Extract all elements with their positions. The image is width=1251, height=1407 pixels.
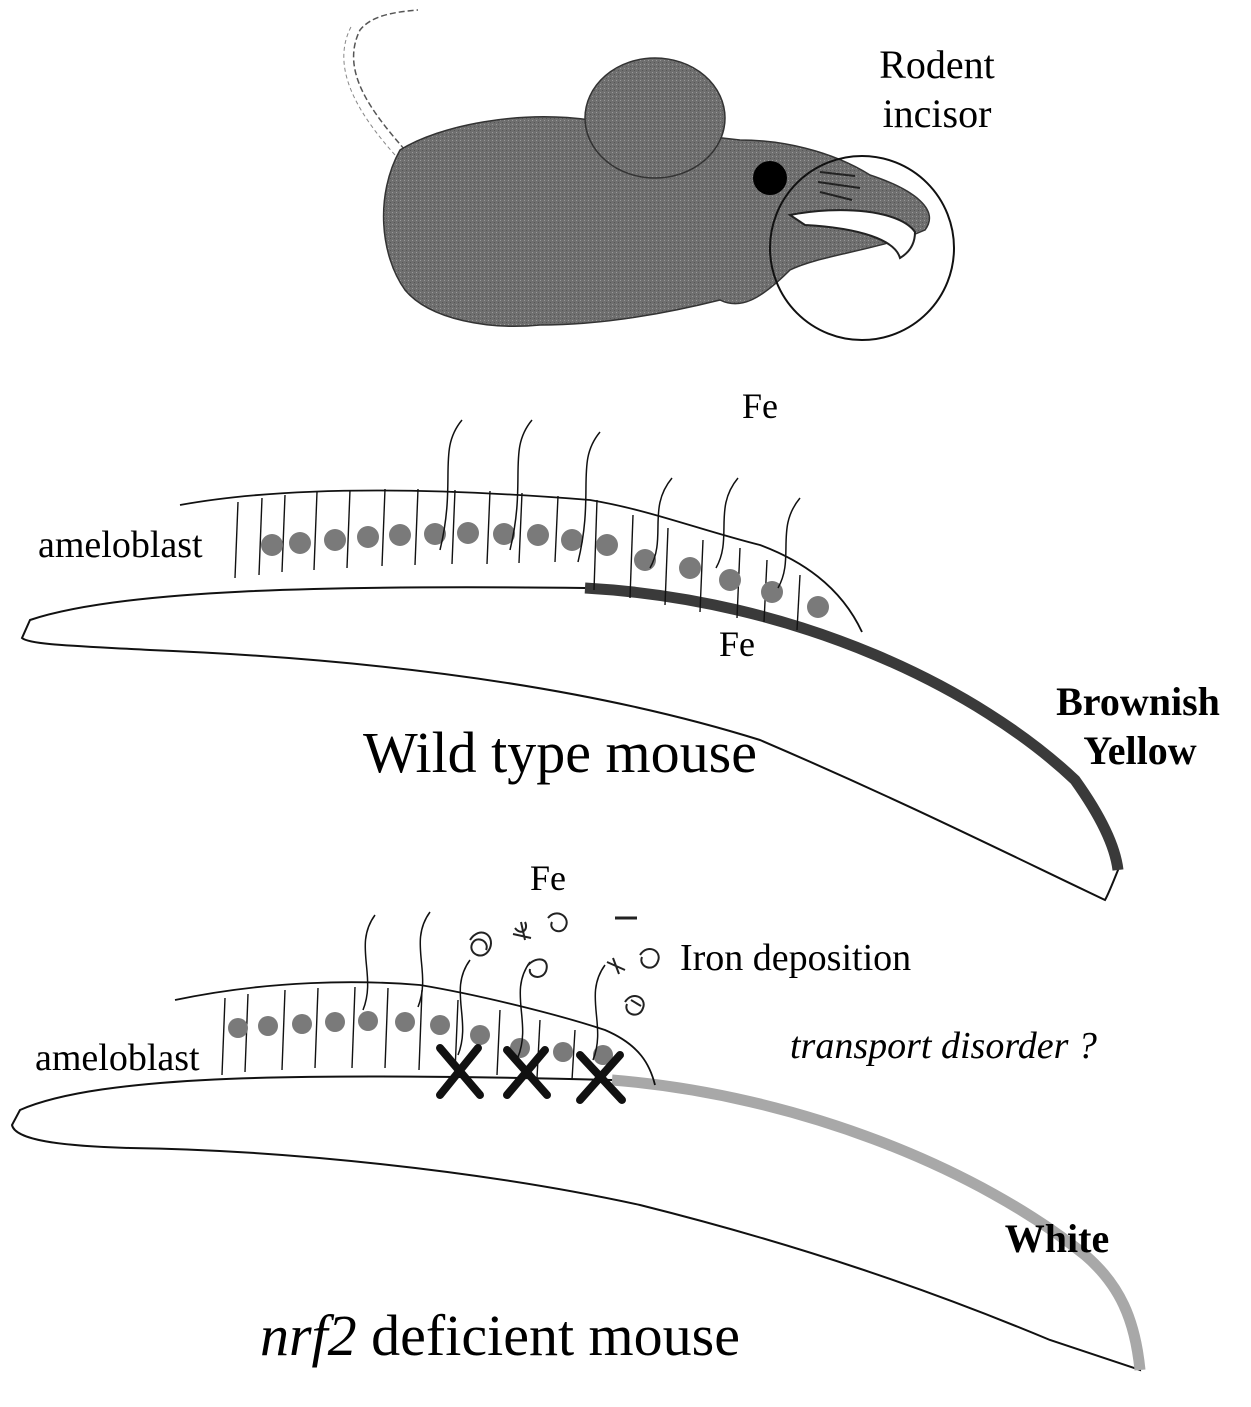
wt-cell-wall bbox=[415, 489, 418, 565]
nrf2-title-rest: deficient mouse bbox=[357, 1303, 740, 1368]
nrf2-cell-wall bbox=[352, 987, 355, 1068]
wt-cell-wall bbox=[235, 502, 238, 578]
wild-type-tooth bbox=[22, 420, 1118, 900]
wt-cell-nucleus bbox=[357, 526, 379, 548]
wt-cell-nucleus bbox=[324, 529, 346, 551]
transport-disorder-label: transport disorder ? bbox=[790, 1025, 1097, 1067]
wt-cell-nucleus bbox=[561, 529, 583, 551]
wt-cell-nucleus bbox=[261, 534, 283, 556]
wt-cell-wall bbox=[347, 490, 350, 568]
mouse-ear bbox=[585, 58, 725, 178]
wt-cell-nucleus bbox=[807, 596, 829, 618]
wt-fe-top-label: Fe bbox=[742, 386, 778, 426]
nrf2-ameloblast-cells bbox=[222, 987, 613, 1080]
wt-title: Wild type mouse bbox=[363, 720, 757, 785]
nrf2-fe-line bbox=[418, 912, 430, 1007]
wt-cell-wall bbox=[382, 489, 385, 566]
wt-ameloblast-label: ameloblast bbox=[38, 524, 203, 566]
wt-iron-transport-lines bbox=[440, 420, 800, 588]
nrf2-cell-nucleus bbox=[553, 1042, 573, 1062]
wt-cell-wall bbox=[555, 496, 558, 562]
nrf2-fe-label: Fe bbox=[530, 858, 566, 898]
nrf2-cell-nucleus bbox=[292, 1014, 312, 1034]
wt-fe-bottom-label: Fe bbox=[719, 624, 755, 664]
wt-cell-wall bbox=[630, 515, 633, 598]
wt-cell-wall bbox=[452, 490, 455, 564]
nrf2-cell-nucleus bbox=[358, 1011, 378, 1031]
wt-cell-nucleus bbox=[596, 534, 618, 556]
wt-fe-line bbox=[778, 498, 800, 588]
nrf2-cell-nucleus bbox=[258, 1016, 278, 1036]
nrf2-fe-line bbox=[363, 915, 375, 1010]
nrf2-cell-wall bbox=[497, 1010, 500, 1075]
nrf2-cell-wall bbox=[282, 990, 285, 1070]
nrf2-tooth bbox=[12, 912, 1140, 1370]
wt-cell-wall bbox=[259, 498, 262, 575]
nrf2-color-label: White bbox=[1005, 1216, 1109, 1261]
iron-deposition-particles bbox=[470, 913, 659, 1014]
mouse-tail bbox=[354, 10, 418, 150]
nrf2-cell-wall bbox=[385, 988, 388, 1068]
wt-cell-nucleus bbox=[719, 569, 741, 591]
nrf2-cell-nucleus bbox=[430, 1015, 450, 1035]
wt-fe-line bbox=[716, 478, 738, 568]
wt-cell-wall bbox=[487, 491, 490, 564]
incisor-label: incisor bbox=[883, 91, 992, 136]
nrf2-ameloblast-label: ameloblast bbox=[35, 1037, 200, 1079]
nrf2-title-gene: nrf2 bbox=[260, 1303, 357, 1368]
nrf2-cell-nucleus bbox=[470, 1025, 490, 1045]
nrf2-cell-nucleus bbox=[228, 1018, 248, 1038]
nrf2-cell-wall bbox=[315, 988, 318, 1068]
nrf2-title: nrf2 deficient mouse bbox=[260, 1303, 740, 1368]
wt-cell-wall bbox=[519, 493, 522, 563]
iron-deposition-label: Iron deposition bbox=[680, 937, 911, 979]
mouse-illustration bbox=[344, 10, 954, 340]
wt-cell-nucleus bbox=[289, 532, 311, 554]
wt-cell-nucleus bbox=[389, 524, 411, 546]
wt-color-label-1: Brownish bbox=[1056, 679, 1220, 724]
wt-cell-wall bbox=[282, 495, 285, 572]
nrf2-cell-wall bbox=[222, 998, 225, 1075]
wt-cell-nucleus bbox=[527, 524, 549, 546]
nrf2-cell-nucleus bbox=[325, 1012, 345, 1032]
mouse-eye bbox=[753, 161, 787, 195]
wt-cell-nucleus bbox=[679, 557, 701, 579]
rodent-label: Rodent bbox=[879, 42, 995, 87]
nrf2-fe-line bbox=[458, 960, 470, 1055]
wt-color-label-2: Yellow bbox=[1083, 728, 1196, 773]
wt-cell-nucleus bbox=[457, 522, 479, 544]
wt-cell-nucleus bbox=[634, 549, 656, 571]
wt-cell-wall bbox=[314, 492, 317, 570]
nrf2-cell-nucleus bbox=[395, 1012, 415, 1032]
nrf2-cell-wall bbox=[537, 1020, 540, 1078]
